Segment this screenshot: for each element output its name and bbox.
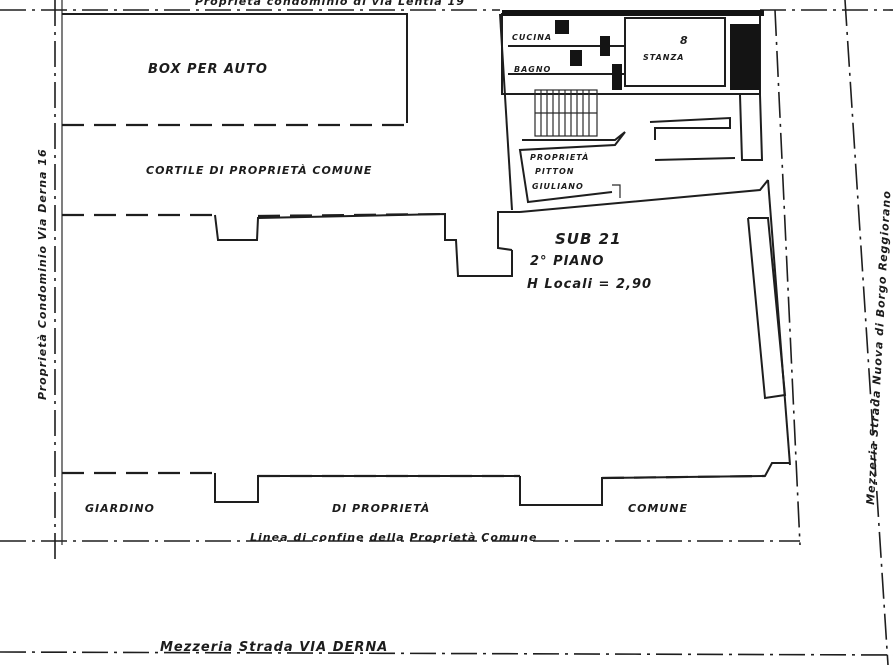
piano-label: 2° PIANO — [530, 254, 604, 269]
box-auto-area — [62, 13, 408, 127]
room-cucina-label: CUCINA — [512, 33, 552, 42]
room-number-label: 8 — [680, 34, 689, 47]
pitton-property-label-2: PITTON — [535, 167, 574, 176]
garden-label-1: GIARDINO — [85, 502, 155, 515]
building-sub21-outline — [499, 13, 791, 466]
left-neighbor-label: Proprietà Condominio Via Derna 16 — [36, 148, 49, 400]
garden-label-3: COMUNE — [628, 502, 688, 515]
sub-label: SUB 21 — [555, 230, 622, 248]
top-neighbor-label: Proprietà condominio di via Lentia 19 — [195, 0, 465, 8]
garden-area — [62, 462, 790, 506]
cortile-label: CORTILE DI PROPRIETÀ COMUNE — [146, 163, 372, 177]
bottom-road-label: Mezzeria Strada VIA DERNA — [160, 640, 388, 655]
cortile-area — [62, 211, 520, 277]
h-locali-label: H Locali = 2,90 — [527, 277, 652, 292]
garden-label-2: DI PROPRIETÀ — [332, 501, 430, 515]
right-road-label: Mezzeria Strada Nuova di Borgo Reggioran… — [864, 190, 893, 505]
pitton-property-label-3: GIULIANO — [532, 182, 584, 191]
confine-label: Linea di confine della Proprietà Comune — [250, 531, 537, 544]
room-bagno-label: BAGNO — [514, 65, 551, 74]
apartment-block — [501, 10, 764, 204]
staircase — [534, 89, 598, 137]
room-stanza-label: STANZA — [643, 53, 684, 62]
pitton-property-label-1: PROPRIETÀ — [530, 152, 589, 162]
box-auto-label: BOX PER AUTO — [148, 62, 268, 77]
